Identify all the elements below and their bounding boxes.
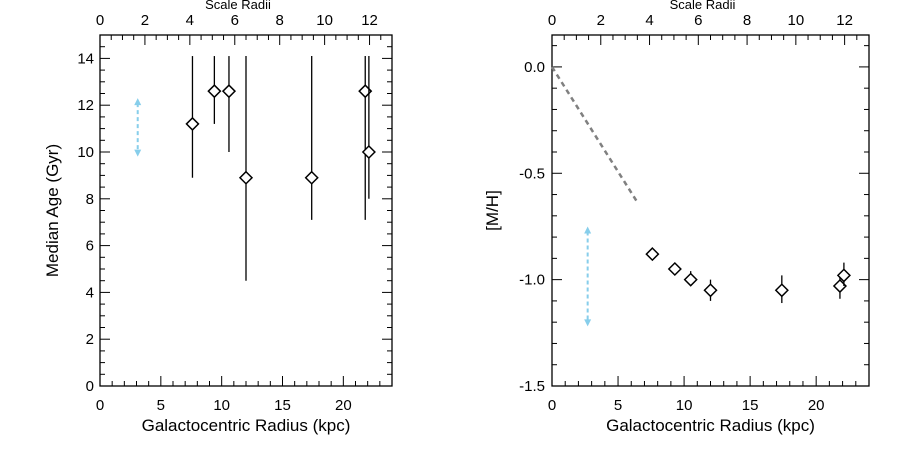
arrow-head-down-icon	[134, 149, 142, 157]
y-tick-label: 8	[86, 191, 94, 208]
x-axis-title: Galactocentric Radius (kpc)	[142, 416, 351, 435]
x-axis-title: Galactocentric Radius (kpc)	[606, 416, 815, 435]
top-axis-title: Scale Radii	[205, 0, 271, 12]
arrow-head-up-icon	[134, 98, 142, 106]
data-point-diamond	[683, 272, 698, 287]
data-point-diamond	[207, 84, 222, 99]
x-tick-label: 10	[676, 397, 693, 414]
arrow-head-down-icon	[584, 319, 592, 327]
x-tick-label: 0	[548, 397, 556, 414]
dashed-reference-line	[550, 66, 639, 204]
y-tick-label: 6	[86, 238, 94, 255]
top-tick-label: 10	[788, 12, 805, 29]
y-tick-label: -1.5	[519, 378, 545, 395]
top-axis-title: Scale Radii	[670, 0, 736, 12]
top-tick-label: 4	[186, 12, 194, 29]
y-tick-label: 0.0	[524, 59, 545, 76]
top-tick-label: 10	[316, 12, 333, 29]
y-axis-title: Median Age (Gyr)	[43, 144, 62, 277]
y-tick-label: 2	[86, 331, 94, 348]
y-tick-label: 10	[77, 144, 94, 161]
top-tick-label: 12	[836, 12, 853, 29]
top-tick-label: 8	[743, 12, 751, 29]
x-tick-label: 20	[808, 397, 825, 414]
x-tick-label: 10	[213, 397, 230, 414]
y-axis-title: [M/H]	[483, 190, 502, 231]
top-tick-label: 0	[548, 12, 556, 29]
top-tick-label: 8	[276, 12, 284, 29]
top-tick-label: 2	[141, 12, 149, 29]
top-tick-label: 12	[361, 12, 378, 29]
x-tick-label: 15	[274, 397, 291, 414]
data-point-diamond	[304, 170, 319, 185]
y-tick-label: -1.0	[519, 272, 545, 289]
data-point-diamond	[185, 116, 200, 131]
x-tick-label: 20	[335, 397, 352, 414]
data-point-diamond	[361, 144, 376, 160]
metallicity-panel: 0 5 10 15 20 0 2 4 6 8 10 12 Scale Radii 0.0 -0.5 -1.0 -…	[483, 0, 870, 435]
plot-frame	[551, 34, 870, 387]
top-tick-label: 6	[694, 12, 702, 29]
y-tick-label: 14	[77, 50, 94, 67]
top-tick-label: 6	[231, 12, 239, 29]
data-point-diamond	[238, 170, 254, 185]
arrow-head-up-icon	[584, 226, 592, 234]
median-age-panel: 0 5 10 15 20 0 2 4 6 8 10 12 Scale Radii 0 2 4 6 8 10 12 14G…	[43, 0, 393, 435]
x-tick-label: 5	[614, 397, 622, 414]
y-tick-label: -0.5	[519, 165, 545, 182]
y-tick-label: 4	[86, 284, 94, 301]
data-point-diamond	[667, 261, 682, 277]
data-point-diamond	[703, 283, 718, 298]
y-tick-label: 0	[86, 378, 94, 395]
top-tick-label: 4	[645, 12, 653, 29]
y-tick-label: 12	[77, 97, 94, 114]
x-tick-label: 0	[96, 397, 104, 414]
x-tick-label: 5	[157, 397, 165, 414]
x-tick-label: 15	[742, 397, 759, 414]
top-tick-label: 2	[597, 12, 605, 29]
data-point-diamond	[221, 84, 237, 99]
top-tick-label: 0	[96, 12, 104, 29]
data-point-diamond	[645, 247, 660, 262]
data-point-diamond	[774, 283, 789, 298]
data-point-diamond	[836, 268, 851, 283]
